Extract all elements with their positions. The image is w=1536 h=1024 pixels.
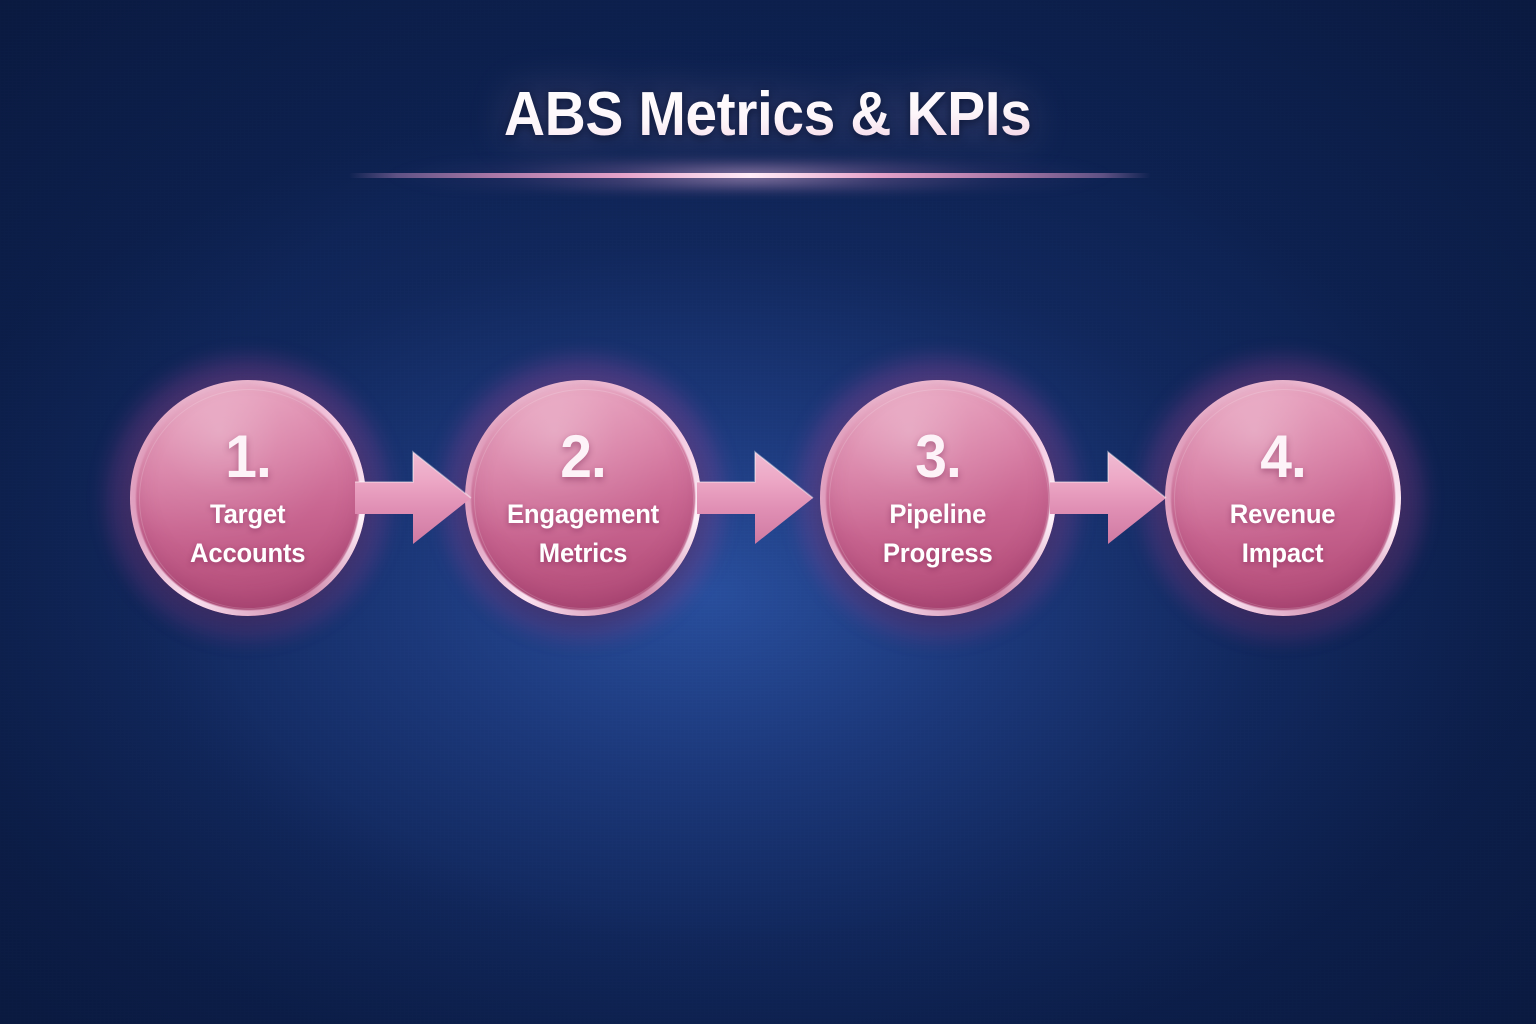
arrow-step-2-to-3 <box>697 438 815 558</box>
title-block: ABS Metrics & KPIs <box>0 84 1536 146</box>
arrow-step-3-to-4 <box>1050 438 1168 558</box>
step-label: Pipeline Progress <box>883 499 993 568</box>
flow-step-revenue-impact[interactable]: 4. Revenue Impact <box>1139 354 1427 642</box>
step-label: Target Accounts <box>190 499 306 568</box>
step-number: 3. <box>915 423 962 491</box>
step-label: Revenue Impact <box>1230 499 1336 568</box>
node-content: 1. Target Accounts <box>130 380 366 616</box>
flow-step-pipeline-progress[interactable]: 3. Pipeline Progress <box>794 354 1082 642</box>
step-label: Engagement Metrics <box>506 499 660 568</box>
page-title: ABS Metrics & KPIs <box>504 80 1032 149</box>
step-number: 1. <box>225 423 272 491</box>
flow-step-engagement-metrics[interactable]: 2. Engagement Metrics <box>439 354 727 642</box>
node-content: 3. Pipeline Progress <box>820 380 1056 616</box>
title-underline <box>349 173 1151 178</box>
step-number: 4. <box>1260 423 1307 491</box>
arrow-step-1-to-2 <box>355 438 473 558</box>
flow-step-target-accounts[interactable]: 1. Target Accounts <box>104 354 392 642</box>
node-content: 2. Engagement Metrics <box>465 380 701 616</box>
step-number: 2. <box>560 423 607 491</box>
node-content: 4. Revenue Impact <box>1165 380 1401 616</box>
